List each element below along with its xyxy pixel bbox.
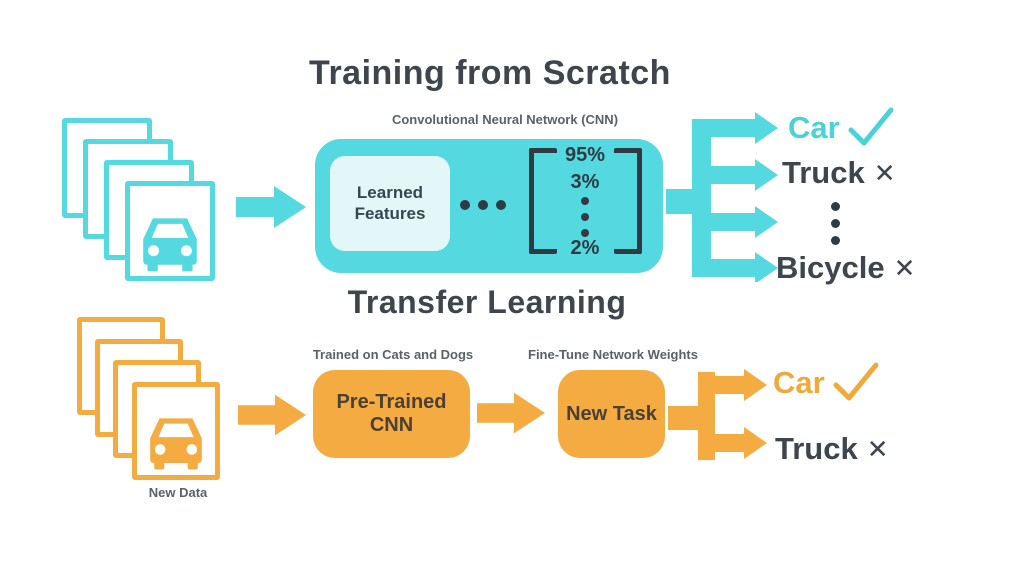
check-icon	[833, 362, 879, 401]
prediction-car: Car	[788, 107, 896, 149]
new-task-box: New Task	[558, 370, 665, 458]
check-icon	[848, 107, 894, 146]
prediction-truck-label: Truck	[775, 431, 858, 466]
prediction-truck-label: Truck	[782, 155, 865, 190]
image-frame	[125, 181, 215, 281]
arrow-right-icon	[236, 186, 306, 228]
vertical-dots-icon	[581, 197, 589, 237]
ellipsis-dots-icon	[460, 200, 506, 210]
prediction-car-label: Car	[788, 110, 840, 145]
new-data-images-stack	[77, 317, 227, 482]
bracket-right-icon	[614, 148, 642, 254]
pretrained-cnn-box: Pre-Trained CNN	[313, 370, 470, 458]
probability-second: 3%	[570, 171, 600, 193]
new-data-label: New Data	[148, 485, 208, 500]
prediction-truck: Truck ✕	[782, 155, 896, 191]
prediction-car: Car	[773, 362, 881, 404]
transfer-title: Transfer Learning	[347, 284, 627, 320]
prediction-car-label: Car	[773, 365, 825, 400]
probability-bottom: 2%	[570, 237, 600, 259]
arrow-right-icon	[477, 392, 545, 434]
training-images-stack	[62, 118, 217, 283]
vertical-dots-icon	[831, 202, 840, 245]
probability-top: 95%	[564, 144, 606, 166]
scratch-title: Training from Scratch	[309, 54, 671, 92]
image-frame	[132, 382, 220, 480]
prediction-truck: Truck ✕	[775, 431, 889, 467]
bracket-left-icon	[529, 148, 557, 254]
cross-icon: ✕	[866, 433, 889, 464]
output-fork-icon	[668, 369, 767, 460]
prediction-bicycle-label: Bicycle	[776, 250, 885, 285]
car-icon	[150, 418, 202, 470]
output-fork-icon	[666, 112, 778, 282]
pretrained-caption: Trained on Cats and Dogs	[312, 347, 474, 362]
cnn-caption: Convolutional Neural Network (CNN)	[391, 112, 619, 127]
finetune-caption: Fine-Tune Network Weights	[528, 347, 698, 362]
car-icon	[143, 218, 197, 272]
prediction-bicycle: Bicycle ✕	[776, 250, 915, 286]
learned-features-box: Learned Features	[330, 156, 450, 251]
arrow-right-icon	[238, 394, 306, 436]
cross-icon: ✕	[893, 252, 916, 283]
cross-icon: ✕	[873, 157, 896, 188]
